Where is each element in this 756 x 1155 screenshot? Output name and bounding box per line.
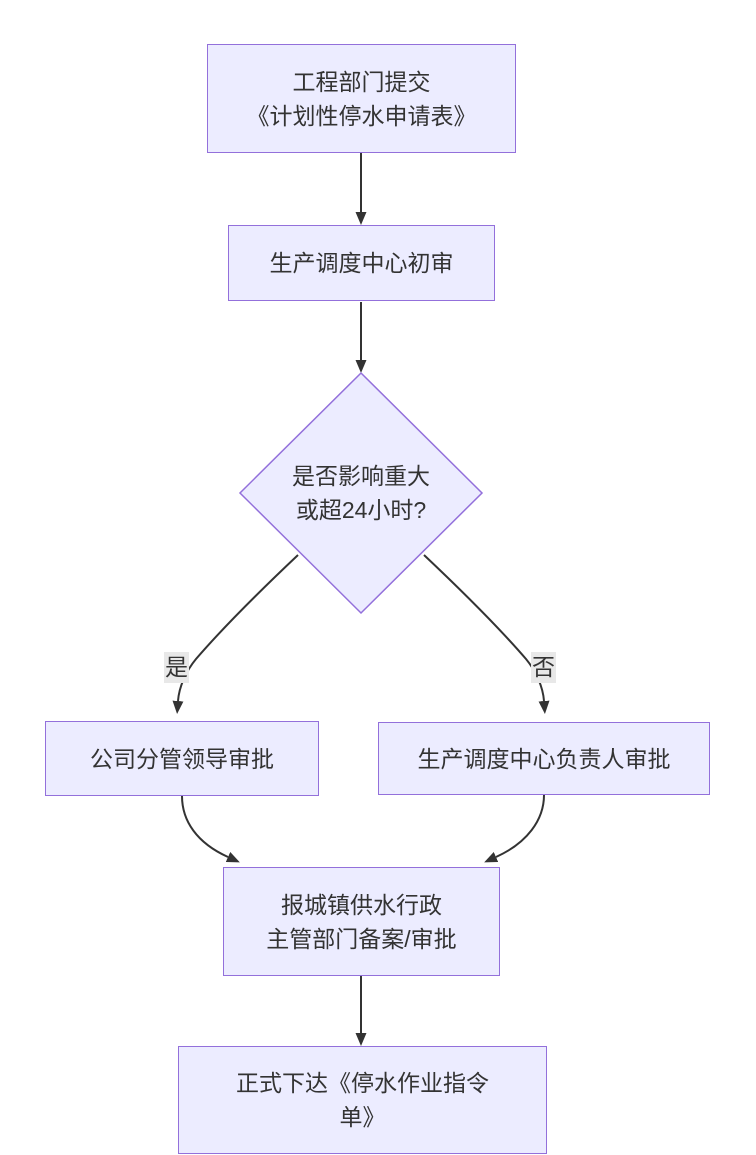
edge-head-to-filing xyxy=(484,794,545,863)
decision-line2: 或超24小时? xyxy=(295,497,427,523)
node-head-label: 生产调度中心负责人审批 xyxy=(417,745,671,772)
node-dispatch-head-approval: 生产调度中心负责人审批 xyxy=(378,722,710,795)
edge-decision-yes xyxy=(172,554,299,714)
node-government-filing: 报城镇供水行政 主管部门备案/审批 xyxy=(223,867,500,976)
node-order-line2: 单》 xyxy=(339,1104,386,1130)
node-issue-order: 正式下达《停水作业指令 单》 xyxy=(178,1046,547,1154)
node-order-line1: 正式下达《停水作业指令 xyxy=(236,1070,489,1096)
node-leader-label: 公司分管领导审批 xyxy=(90,745,274,772)
node-submit-application: 工程部门提交 《计划性停水申请表》 xyxy=(207,44,516,153)
decision-line1: 是否影响重大 xyxy=(292,463,430,489)
decision-diamond-shape xyxy=(238,371,484,615)
node-filing-line2: 主管部门备案/审批 xyxy=(266,925,457,952)
edge-label-yes: 是 xyxy=(164,652,189,683)
node-submit-line1: 工程部门提交 xyxy=(292,68,431,95)
edge-leader-to-filing xyxy=(181,795,240,863)
edge-decision-no xyxy=(423,554,550,714)
node-review-label: 生产调度中心初审 xyxy=(269,250,454,276)
node-filing-line1: 报城镇供水行政 xyxy=(281,891,442,918)
node-leader-approval: 公司分管领导审批 xyxy=(45,721,319,796)
decision-diamond-label: 是否影响重大 或超24小时? xyxy=(241,459,481,527)
node-initial-review: 生产调度中心初审 xyxy=(228,225,495,301)
edge-label-no: 否 xyxy=(531,652,556,683)
node-submit-line2: 《计划性停水申请表》 xyxy=(246,102,477,129)
